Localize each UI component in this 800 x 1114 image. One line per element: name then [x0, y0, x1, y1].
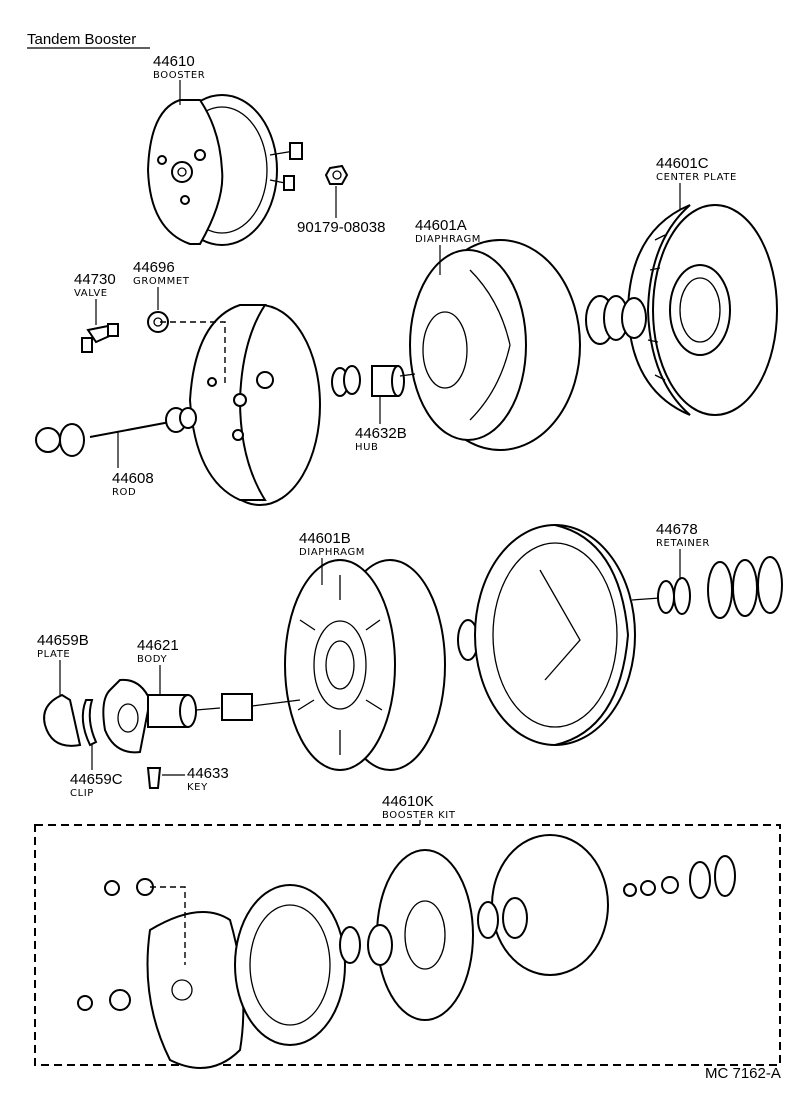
part-number: 44632B — [355, 425, 407, 442]
label-nut: 90179-08038 — [297, 186, 385, 236]
part-name: CENTER PLATE — [656, 172, 737, 183]
part-name: DIAPHRAGM — [299, 547, 365, 558]
part-name: KEY — [187, 782, 208, 793]
part-name: GROMMET — [133, 276, 190, 287]
diaphragm-b-drawing — [284, 559, 446, 771]
label-plate: 44659B PLATE — [37, 632, 89, 695]
valve-drawing — [81, 323, 119, 353]
label-booster-kit: 44610K BOOSTER KIT — [382, 793, 456, 825]
part-number: 44730 — [74, 271, 116, 288]
clip-drawing — [81, 699, 98, 747]
key-drawing — [146, 767, 162, 789]
part-number: 44633 — [187, 765, 229, 782]
center-plate-drawing — [626, 204, 778, 416]
part-name: HUB — [355, 442, 379, 453]
part-number: 44659B — [37, 632, 89, 649]
part-name: VALVE — [74, 288, 108, 299]
hub-drawing — [331, 365, 416, 397]
part-number: 44608 — [112, 470, 154, 487]
figure-code: MC 7162-A — [705, 1065, 781, 1082]
grommet-drawing — [147, 311, 169, 333]
label-valve: 44730 VALVE — [74, 271, 116, 325]
part-number: 44678 — [656, 521, 698, 538]
front-shell-drawing — [474, 524, 636, 746]
label-booster: 44610 BOOSTER — [153, 53, 205, 105]
part-number: 44601C — [656, 155, 709, 172]
part-number: 90179-08038 — [297, 219, 385, 236]
label-rod: 44608 ROD — [112, 432, 154, 498]
rear-shell-drawing — [160, 304, 321, 506]
part-name: DIAPHRAGM — [415, 234, 481, 245]
label-hub: 44632B HUB — [355, 396, 407, 453]
label-retainer: 44678 RETAINER — [656, 521, 710, 580]
part-number: 44610 — [153, 53, 195, 70]
label-grommet: 44696 GROMMET — [133, 259, 190, 310]
booster-kit-contents — [77, 834, 736, 1069]
diaphragm-a-drawing — [409, 239, 581, 451]
part-number: 44659C — [70, 771, 123, 788]
label-diaphragm-a: 44601A DIAPHRAGM — [415, 217, 481, 275]
label-key: 44633 KEY — [162, 765, 229, 793]
part-number: 44610K — [382, 793, 434, 810]
nut-drawing — [324, 164, 349, 185]
label-body: 44621 BODY — [137, 637, 179, 695]
part-name: BODY — [137, 654, 168, 665]
label-diaphragm-b: 44601B DIAPHRAGM — [299, 530, 365, 585]
part-name: PLATE — [37, 649, 70, 660]
part-name: BOOSTER — [153, 70, 205, 81]
rod-drawing — [35, 407, 197, 457]
part-number: 44601B — [299, 530, 351, 547]
part-name: ROD — [112, 487, 136, 498]
seal-set-upper — [585, 295, 647, 345]
plate-drawing — [43, 693, 82, 747]
part-name: RETAINER — [656, 538, 710, 549]
retainer-drawing — [631, 556, 783, 619]
body-drawing — [102, 678, 301, 754]
label-center-plate: 44601C CENTER PLATE — [656, 155, 737, 210]
part-name: BOOSTER KIT — [382, 810, 456, 821]
label-clip: 44659C CLIP — [70, 745, 123, 799]
diagram-title: Tandem Booster — [27, 31, 136, 48]
part-number: 44621 — [137, 637, 179, 654]
part-name: CLIP — [70, 788, 94, 799]
booster-assembly-drawing — [146, 94, 303, 246]
part-number: 44696 — [133, 259, 175, 276]
booster-kit-box — [34, 824, 781, 1066]
part-number: 44601A — [415, 217, 467, 234]
